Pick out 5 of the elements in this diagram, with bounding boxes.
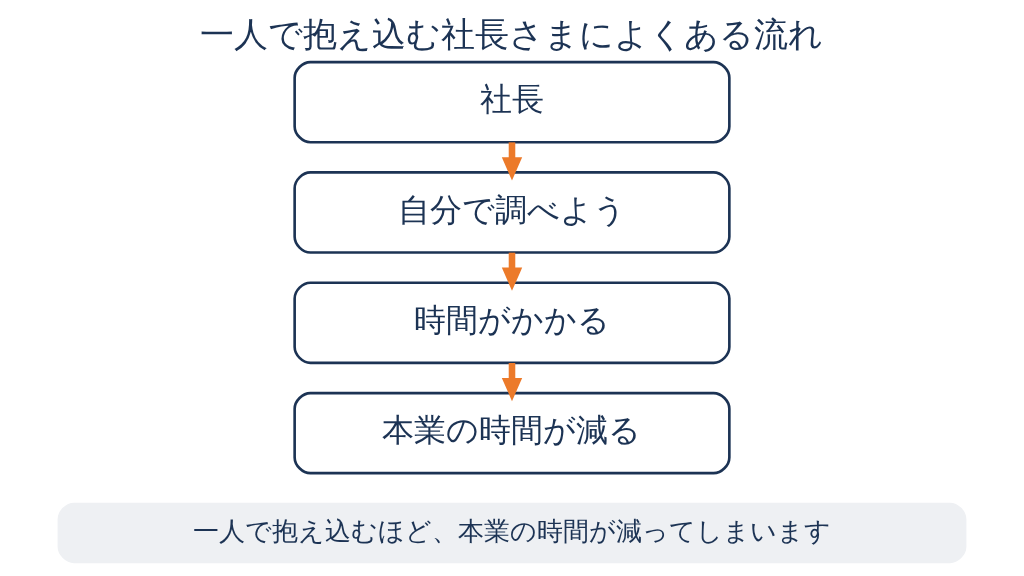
node-box: 社長	[293, 60, 731, 144]
diagram-title: 一人で抱え込む社長さまによくある流れ	[200, 14, 824, 55]
node-box: 本業の時間が減る	[293, 391, 731, 475]
node-box: 自分で調べよう	[293, 171, 731, 254]
node-box: 時間がかかる	[293, 281, 731, 365]
